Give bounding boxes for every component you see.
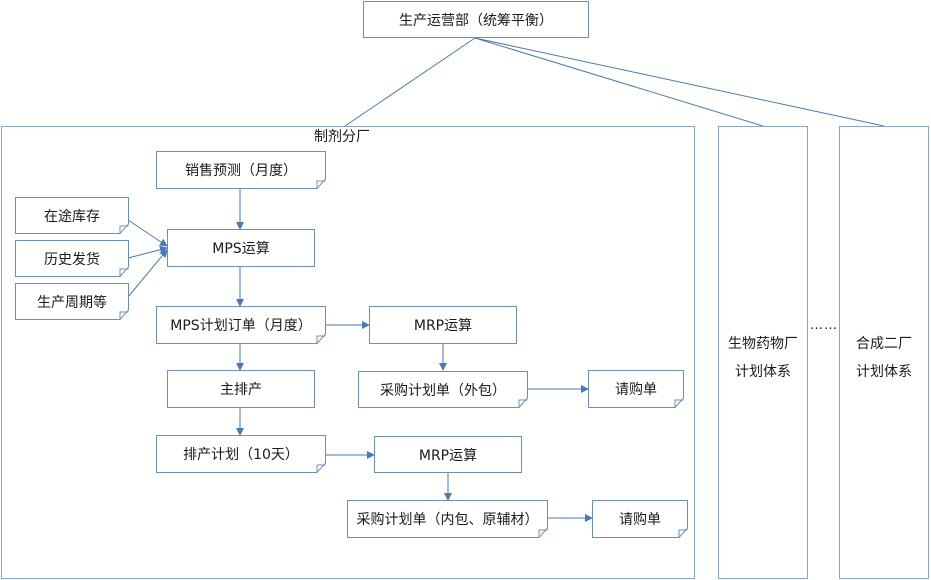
purchase-plan-inner-raw-doc: 采购计划单（内包、原辅材） [347,500,548,538]
arrow-input-1 [127,219,168,247]
purchase-plan-outsourced-doc: 采购计划单（外包） [358,371,528,408]
schedule-plan-doc: 排产计划（10天） [156,435,326,473]
synth-plant-label-line2: 计划体系 [856,364,912,380]
arrow-input-3 [127,249,168,298]
requisition-doc-2: 请购单 [592,500,688,538]
more-plants-ellipsis: …… [810,318,838,333]
input-in-transit-stock: 在途库存 [15,197,129,234]
pharma-plant-frame [1,126,695,579]
mps-order-doc: MPS计划订单（月度） [156,306,326,344]
line-top-to-pharma [344,37,476,127]
synth-plant-label-line1: 合成二厂 [856,336,912,352]
line-top-to-bio [474,37,764,127]
line-top-to-synth [474,37,885,127]
synth-plant-label: 合成二厂 计划体系 [839,330,929,386]
input-historical-shipments: 历史发货 [15,240,129,277]
mrp-calc-box-2: MRP运算 [374,436,522,473]
mrp-calc-box-1: MRP运算 [369,306,517,344]
bio-plant-label-line2: 计划体系 [735,364,791,380]
bio-plant-frame [718,126,808,579]
main-schedule-box: 主排产 [167,370,315,408]
input-production-cycle: 生产周期等 [15,283,129,320]
sales-forecast-doc: 销售预测（月度） [156,151,326,189]
requisition-doc-1: 请购单 [588,370,684,408]
synth-plant-frame [839,126,929,579]
bio-plant-label-line1: 生物药物厂 [728,336,798,352]
pharma-plant-title: 制剂分厂 [314,129,370,145]
mps-calc-box: MPS运算 [167,229,315,267]
bio-plant-label: 生物药物厂 计划体系 [718,330,808,386]
ops-dept-node: 生产运营部（统筹平衡） [363,1,589,38]
